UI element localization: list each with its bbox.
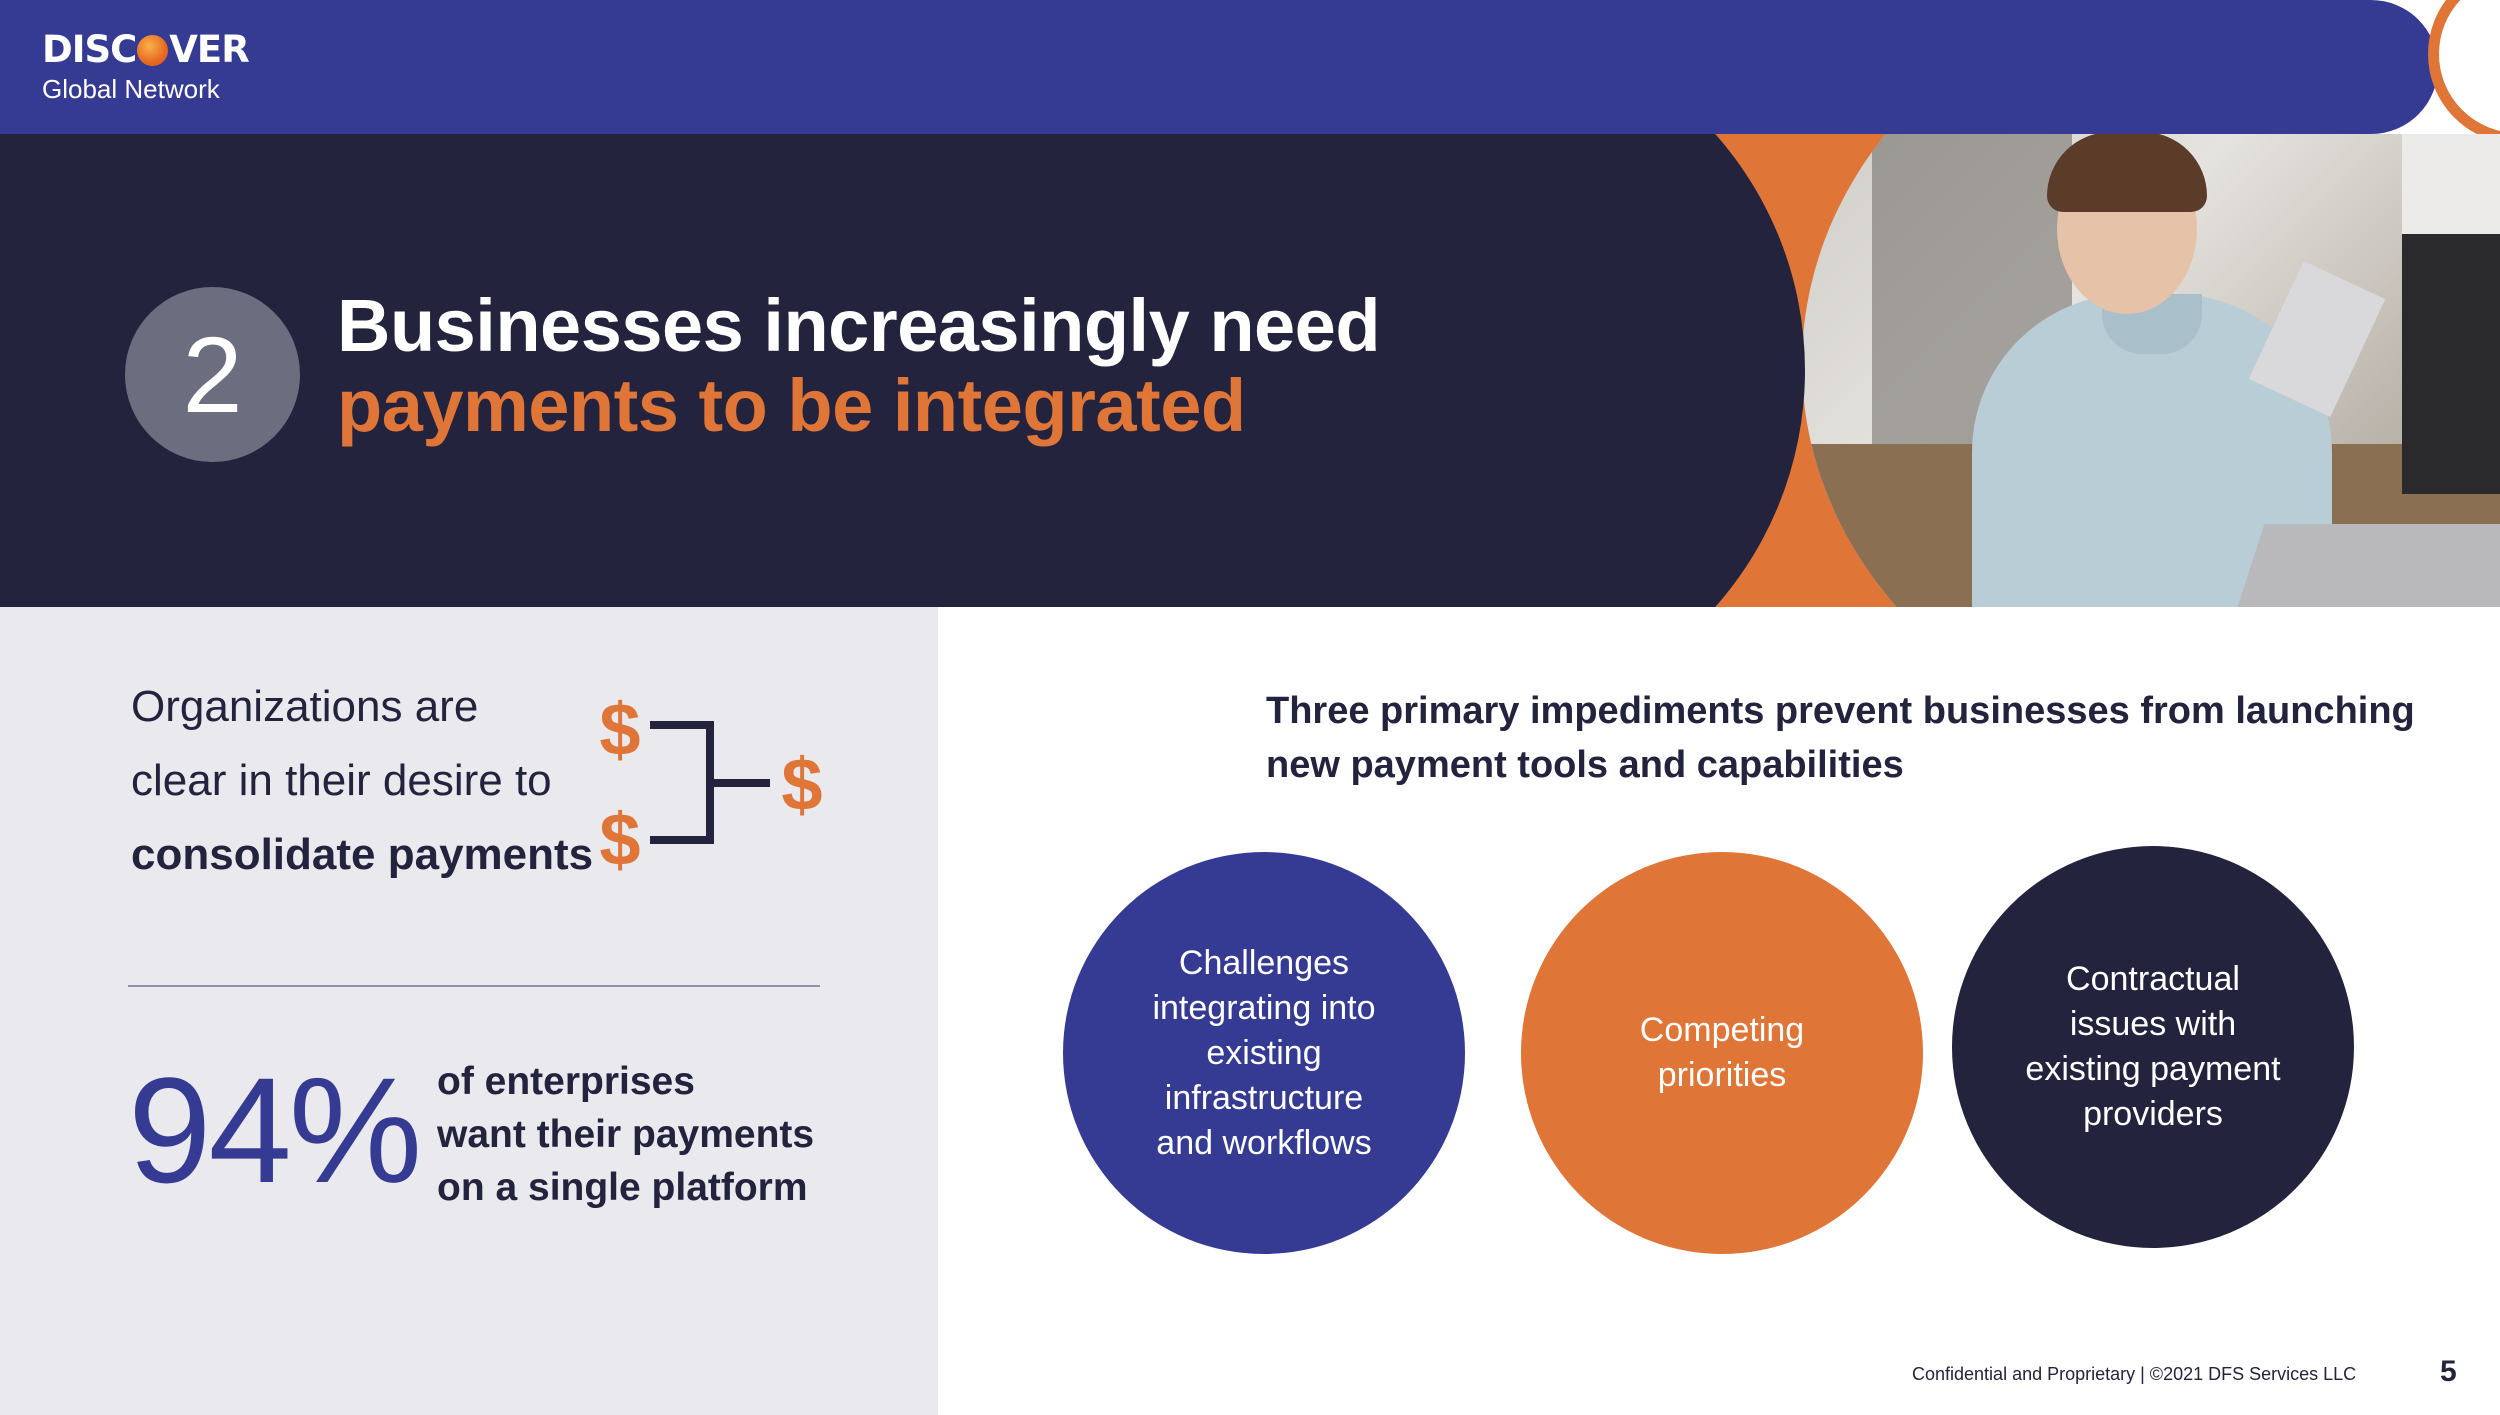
impediments-heading-line-2: new payment tools and capabilities <box>1266 744 1904 786</box>
impediment-1-line-2: integrating into <box>1152 988 1376 1027</box>
impediment-3-line-4: providers <box>2083 1095 2223 1133</box>
consolidation-dollar-icon: $ $ $ <box>599 688 822 881</box>
impediment-1-line-5: and workflows <box>1156 1123 1372 1162</box>
impediment-circle-contractual: Contractual issues with existing payment… <box>1952 846 2354 1248</box>
impediment-1-line-1: Challenges <box>1178 943 1350 982</box>
impediment-3-line-3: existing payment <box>2025 1050 2281 1088</box>
hero-banner <box>0 134 2500 607</box>
logo-text-right: VER <box>169 28 249 71</box>
impediment-3-line-2: issues with <box>2069 1005 2237 1043</box>
logo-text-left: DISC <box>42 28 137 71</box>
left-panel <box>0 607 938 1415</box>
confidential-footer: Confidential and Proprietary | ©2021 DFS… <box>1912 1364 2357 1384</box>
impediments-heading-line-1: Three primary impediments prevent busine… <box>1266 690 2415 732</box>
stat-desc-line-3: on a single platform <box>437 1166 808 1209</box>
impediment-1-line-4: infrastructure <box>1164 1078 1364 1117</box>
dollar-icon-result: $ <box>781 743 822 826</box>
impediment-3-line-1: Contractual <box>2066 960 2240 998</box>
stat-desc-line-2: want their payments <box>437 1113 815 1156</box>
page-title: Businesses increasingly need payments to… <box>337 284 1381 447</box>
impediment-circle-integration: Challenges integrating into existing inf… <box>1063 852 1465 1254</box>
divider-line <box>128 985 820 987</box>
header-bar <box>0 0 2438 134</box>
title-line-1: Businesses increasingly need <box>337 284 1381 367</box>
impediment-2-line-1: Competing <box>1639 1011 1805 1049</box>
discover-logo: DISC VER Global Network <box>42 28 250 104</box>
stat-description: of enterprises want their payments on a … <box>437 1055 814 1214</box>
stat-percentage: 94% <box>128 1046 422 1214</box>
woman-at-laptop-photo <box>1802 134 2500 607</box>
impediments-heading: Three primary impediments prevent busine… <box>1266 684 2466 792</box>
consolidate-line-1: Organizations are <box>131 682 479 731</box>
impediment-1-line-3: existing <box>1206 1033 1322 1072</box>
dollar-icon-top: $ <box>599 688 640 771</box>
logo-subtitle: Global Network <box>42 74 220 104</box>
page-number: 5 <box>2440 1355 2457 1388</box>
impediment-circle-priorities: Competing priorities <box>1521 852 1923 1254</box>
title-line-2: payments to be integrated <box>337 364 1246 447</box>
consolidate-line-3: consolidate payments <box>131 830 594 879</box>
consolidate-line-2: clear in their desire to <box>131 756 552 805</box>
dollar-icon-bottom: $ <box>599 798 640 881</box>
consolidate-statement: Organizations are clear in their desire … <box>131 670 593 892</box>
section-number-badge: 2 <box>125 287 300 462</box>
impediment-2-line-2: priorities <box>1657 1056 1787 1094</box>
decorative-ring <box>2428 0 2500 144</box>
logo-orange-dot-icon <box>137 34 169 66</box>
stat-desc-line-1: of enterprises <box>437 1060 695 1103</box>
hero-dark-shape <box>0 134 1805 607</box>
